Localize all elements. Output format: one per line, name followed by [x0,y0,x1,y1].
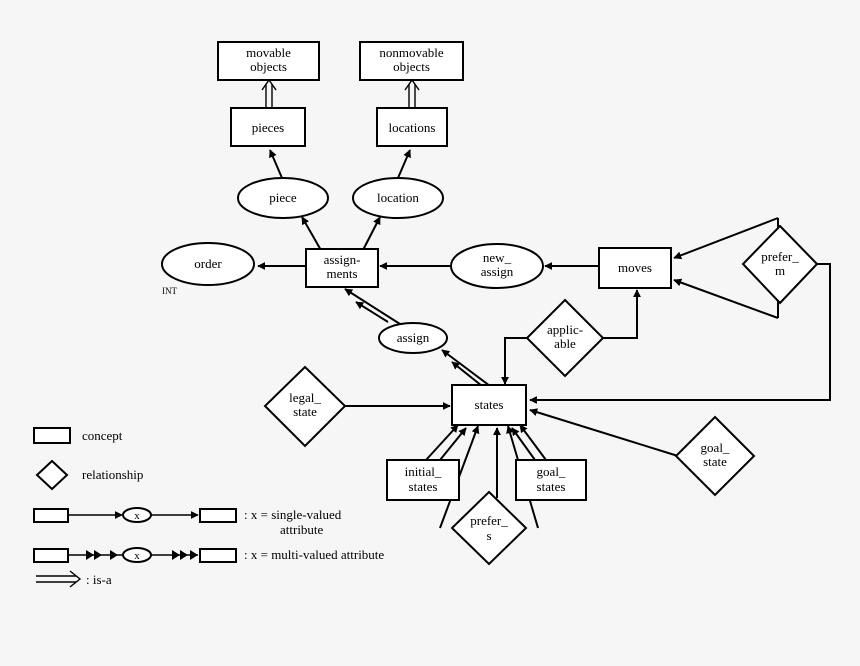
isa-pieces-movable-objects [261,78,277,108]
legend-concept-box [33,427,71,444]
relationship-applicable: applic- able [525,298,605,378]
concept-goal-states: goal_ states [515,459,587,501]
concept-assignments-label-2: ments [326,266,357,281]
concept-pieces: pieces [230,107,306,147]
concept-initial-states-label-2: states [409,479,438,494]
edge-initial-states-states-2 [439,427,467,461]
relationship-prefer-s-label-2: s [486,528,491,543]
edge-assign-assignments [344,288,401,325]
relationship-legal-state: legal_ state [263,365,347,448]
edge-states-assign-extra [451,361,483,387]
relationship-legal-state-label-1: legal_ [289,390,321,405]
relationship-goal-state: goal_ state [674,415,756,497]
legend-is-a-label: : is-a [86,572,112,587]
nodes: movable objects nonmovable objects piece… [161,41,819,566]
concept-moves: moves [598,247,672,289]
attribute-new-assign-label-1: new_ [483,250,512,265]
legend: concept relationship x : x = single-valu… [33,427,384,588]
relationship-goal-state-label-2: state [703,454,727,469]
attribute-piece-label: piece [269,190,297,205]
edge-goal-states-states-2 [519,424,547,461]
legend-multi-attr-symbol: x [134,550,140,562]
legend-single-attr-symbol: x [134,510,140,522]
relationship-prefer-s-label-1: prefer_ [470,513,508,528]
relationship-applicable-label-1: applic- [547,322,583,337]
concept-initial-states: initial_ states [386,459,460,501]
concept-movable-objects-label-2: objects [250,59,287,74]
edge-prefer-m-states [529,263,831,404]
attribute-location-label: location [377,190,419,205]
attribute-piece: piece [237,177,329,219]
legend-multi-valued: x : x = multi-valued attribute [33,547,384,563]
attribute-order: order INT [161,242,255,296]
edge-applicable-states [501,337,527,385]
concept-nonmovable-objects-label-1: nonmovable [379,45,443,60]
edge-initial-states-states-1 [425,424,459,461]
legend-relationship-label: relationship [82,467,143,482]
concept-locations-label: locations [389,120,436,135]
attribute-new-assign: new_ assign [450,243,544,289]
concept-pieces-label: pieces [252,120,284,135]
concept-nonmovable-objects-label-2: objects [393,59,430,74]
legend-relationship-diamond [35,459,69,491]
edge-prefer-m-moves-1 [673,217,779,260]
edge-location-locations [397,149,411,179]
legend-relationship: relationship [35,459,143,491]
concept-goal-states-label-2: states [537,479,566,494]
legend-single-valued: x : x = single-valued attribute [33,507,342,537]
attribute-order-label: order [194,256,222,271]
relationship-prefer-m-label-1: prefer_ [761,249,799,264]
relationship-legal-state-label-2: state [293,404,317,419]
attribute-location: location [352,177,444,219]
concept-moves-label: moves [618,260,652,275]
legend-is-a: : is-a [36,570,112,588]
edge-assignments-location [361,216,381,253]
relationship-prefer-s: prefer_ s [450,490,528,566]
concept-nonmovable-objects: nonmovable objects [359,41,464,81]
attribute-order-type-note: INT [162,286,177,296]
edge-assignments-piece [301,216,323,253]
concept-states: states [451,384,527,426]
legend-single-valued-label-2: attribute [280,522,324,537]
edge-assign-assignments-extra [355,301,389,323]
edge-applicable-moves [603,289,641,339]
attribute-assign-label: assign [397,330,430,345]
legend-concept: concept [33,427,123,444]
legend-single-valued-label-1: : x = single-valued [244,507,342,522]
relationship-prefer-m: prefer_ m [741,224,819,305]
concept-initial-states-label-1: initial_ [405,464,442,479]
concept-assignments: assign- ments [305,248,379,288]
attribute-new-assign-label-2: assign [481,264,514,279]
legend-multi-valued-label: : x = multi-valued attribute [244,547,384,562]
edge-piece-pieces [269,149,283,179]
isa-locations-nonmovable-objects [404,78,420,108]
attribute-assign: assign [378,322,448,354]
edge-prefer-m-moves-2 [673,278,779,319]
concept-movable-objects-label-1: movable [246,45,291,60]
relationship-goal-state-label-1: goal_ [701,440,730,455]
edge-goal-state-states [529,408,679,457]
concept-goal-states-label-1: goal_ [537,464,566,479]
concept-assignments-label-1: assign- [324,252,361,267]
edge-states-assign [441,349,491,387]
relationship-applicable-label-2: able [554,336,576,351]
legend-concept-label: concept [82,428,123,443]
concept-movable-objects: movable objects [217,41,320,81]
concept-locations: locations [376,107,448,147]
edge-goal-states-states-1 [511,427,536,461]
concept-states-label: states [475,397,504,412]
relationship-prefer-m-label-2: m [775,263,785,278]
